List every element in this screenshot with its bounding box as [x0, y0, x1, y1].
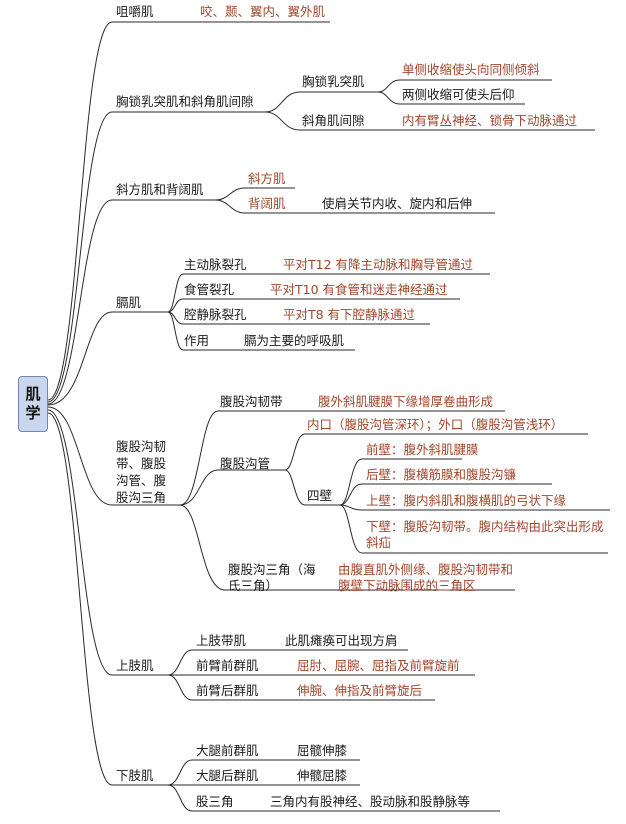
forearm-posterior-detail: 伸腕、伸指及前臂旋后 [297, 683, 423, 698]
forearm-anterior-detail: 屈肘、屈腕、屈指及前臂旋前 [297, 658, 460, 673]
node-scm-scalene: 胸锁乳突肌和斜角肌间隙 [116, 94, 254, 109]
caval-foramen-detail: 平对T8 有下腔静脉通过 [283, 307, 416, 322]
node-inguinal-canal: 腹股沟管 [220, 456, 271, 471]
node-latissimus: 背阔肌 [248, 196, 286, 211]
node-lower-limb-muscles: 下肢肌 [116, 768, 154, 783]
node-caval-foramen: 腔静脉裂孔 [184, 307, 247, 322]
node-inguinal-region: 腹股沟韧带、腹股沟管、腹股沟三角 [116, 439, 167, 505]
node-esophageal-hiatus: 食管裂孔 [184, 282, 235, 297]
hesselbach-triangle-detail: 由腹直肌外侧缘、腹股沟韧带和腹壁下动脉围成的三角区 [338, 562, 514, 593]
esophageal-hiatus-detail: 平对T10 有食管和迷走神经通过 [270, 282, 448, 297]
scalene-gap-detail: 内有臂丛神经、锁骨下动脉通过 [402, 113, 578, 128]
thigh-anterior-detail: 屈髋伸膝 [297, 743, 348, 758]
node-forearm-posterior: 前臂后群肌 [196, 683, 259, 698]
node-trapezius: 斜方肌 [248, 171, 286, 186]
node-aortic-hiatus: 主动脉裂孔 [184, 257, 247, 272]
node-trapezius-latissimus: 斜方肌和背阔肌 [116, 182, 204, 197]
wall-posterior: 后壁：腹横筋膜和腹股沟镰 [366, 467, 517, 482]
femoral-triangle-detail: 三角内有股神经、股动脉和股静脉等 [270, 794, 471, 809]
inguinal-ligament-detail: 腹外斜肌腱膜下缘增厚卷曲形成 [318, 394, 494, 409]
node-four-walls: 四壁 [307, 488, 333, 503]
root-node: 肌学 [18, 376, 48, 432]
node-diaphragm: 膈肌 [116, 295, 142, 310]
scm-bilateral: 两侧收缩可使头后仰 [402, 87, 515, 102]
node-upper-limb-muscles: 上肢肌 [116, 658, 154, 673]
node-shoulder-girdle: 上肢带肌 [196, 633, 247, 648]
wall-inferior: 下壁：腹股沟韧带。腹内结构由此突出形成斜疝 [366, 519, 604, 550]
node-thigh-posterior: 大腿后群肌 [196, 768, 259, 783]
inguinal-canal-rings: 内口（腹股沟管深环）；外口（腹股沟管浅环） [307, 417, 564, 432]
aortic-hiatus-detail: 平对T12 有降主动脉和胸导管通过 [283, 257, 474, 272]
node-forearm-anterior: 前臂前群肌 [196, 658, 259, 673]
thigh-posterior-detail: 伸髋屈膝 [297, 768, 348, 783]
node-scm: 胸锁乳突肌 [302, 74, 365, 89]
latissimus-detail: 使肩关节内收、旋内和后伸 [322, 196, 473, 211]
node-scalene-gap: 斜角肌间隙 [302, 113, 365, 128]
diaphragm-function-detail: 膈为主要的呼吸肌 [244, 333, 345, 348]
scm-unilateral: 单侧收缩使头向同侧倾斜 [402, 62, 540, 77]
mastication-detail: 咬、颞、翼内、翼外肌 [200, 4, 326, 19]
node-thigh-anterior: 大腿前群肌 [196, 743, 259, 758]
node-diaphragm-function: 作用 [184, 333, 210, 348]
node-mastication-muscles: 咀嚼肌 [116, 4, 154, 19]
node-inguinal-ligament: 腹股沟韧带 [220, 394, 283, 409]
wall-superior: 上壁：腹内斜肌和腹横肌的弓状下缘 [366, 493, 567, 508]
node-hesselbach-triangle: 腹股沟三角（海氏三角） [228, 562, 316, 593]
shoulder-girdle-detail: 此肌瘫痪可出现方肩 [285, 633, 398, 648]
wall-anterior: 前壁：腹外斜肌腱膜 [366, 442, 479, 457]
root-label: 肌学 [25, 385, 41, 422]
node-femoral-triangle: 股三角 [196, 794, 234, 809]
